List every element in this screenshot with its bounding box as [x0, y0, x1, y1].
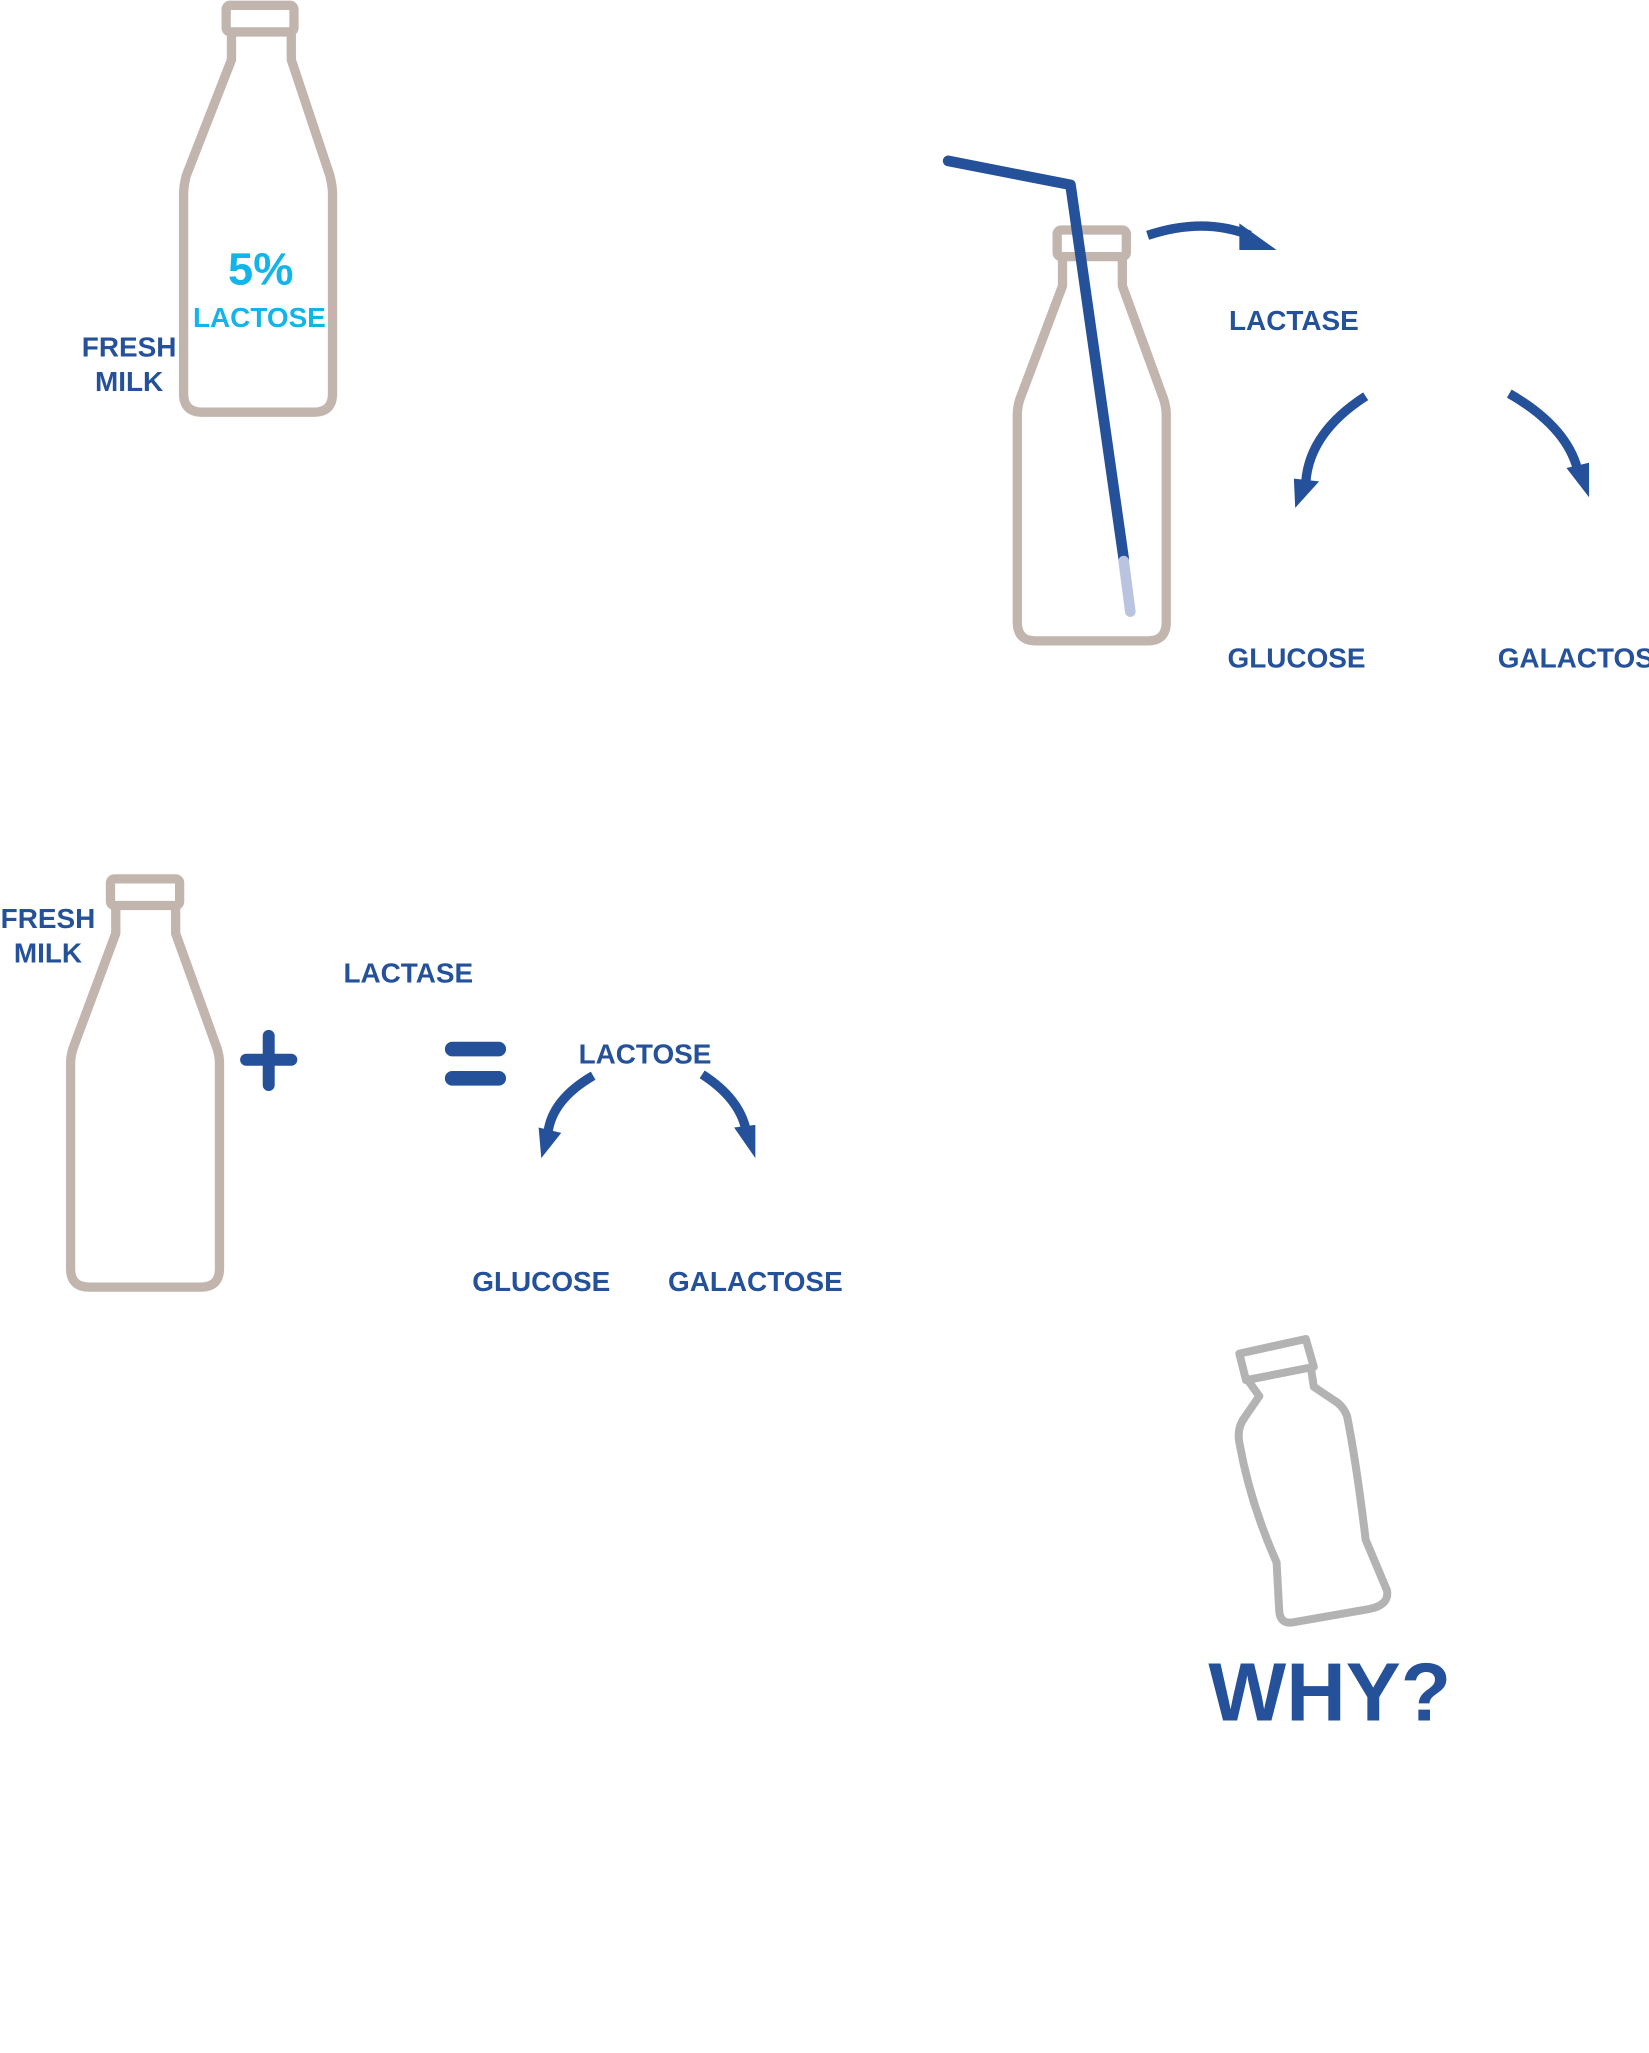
why-panel: WHY?: [1208, 1334, 1451, 1739]
milk-bottle-icon: [178, 29, 338, 417]
arrow-icon: [1146, 221, 1252, 240]
arrow-head-icon: [734, 1124, 756, 1159]
lactose-percent: 5%: [228, 244, 293, 295]
milk-label: MILK: [14, 938, 82, 969]
lactase-label: LACTASE: [1229, 305, 1359, 336]
why-question: WHY?: [1208, 1647, 1451, 1739]
bottle-cap-icon: [221, 0, 299, 37]
arrow-left-icon: [1301, 392, 1369, 482]
bottle-cap-icon: [1235, 1334, 1318, 1385]
arrow-head-icon: [1293, 478, 1320, 508]
arrow-left-icon: [543, 1071, 596, 1134]
straw-tip-icon: [1118, 555, 1136, 617]
equals-icon: [444, 1041, 507, 1086]
glucose-label: GLUCOSE: [1228, 642, 1366, 673]
milk-bottle-icon: [65, 903, 225, 1292]
tilted-bottle-icon: [1234, 1365, 1392, 1627]
arrow-right-icon: [699, 1070, 751, 1132]
bottle-cap-icon: [1052, 225, 1131, 262]
arrow-head-icon: [538, 1127, 562, 1159]
lactase-label: LACTASE: [343, 958, 473, 989]
arrow-head-icon: [1239, 223, 1277, 250]
straw-bottle-panel: LACTASE GLUCOSE GALACTOSE: [942, 155, 1649, 673]
milk-label: MILK: [95, 366, 163, 397]
plus-icon: [240, 1029, 298, 1091]
arrow-right-icon: [1506, 389, 1583, 475]
milk-bottle-icon: [1012, 254, 1171, 646]
glucose-label: GLUCOSE: [472, 1266, 610, 1297]
fresh-label: FRESH: [82, 331, 177, 362]
arrow-head-icon: [1566, 462, 1590, 498]
bottle-cap-icon: [105, 874, 185, 911]
fresh-label: FRESH: [1, 903, 96, 934]
galactose-label: GALACTOSE: [668, 1266, 843, 1297]
straw-icon: [942, 155, 1129, 564]
lactose-label: LACTOSE: [193, 302, 326, 333]
lactose-label: LACTOSE: [579, 1039, 712, 1070]
fresh-milk-bottle-panel: 5% LACTOSE FRESH MILK: [82, 0, 338, 417]
galactose-label: GALACTOSE: [1498, 642, 1649, 673]
equation-panel: FRESH MILK LACTASE LACTOSE GLUCOSE GALAC…: [1, 874, 843, 1297]
